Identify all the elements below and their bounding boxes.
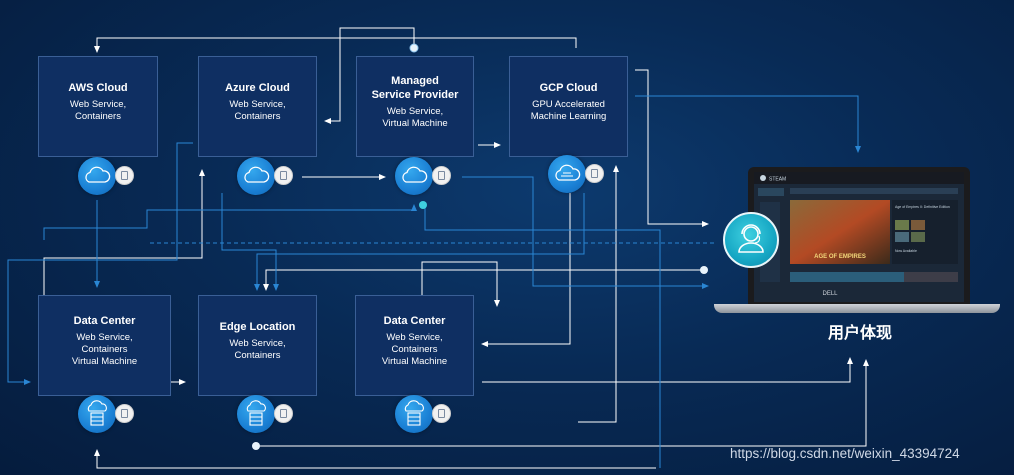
laptop-brand-logo: DELL [822, 291, 838, 297]
line-edge-to-laptop [256, 359, 869, 447]
document-icon [432, 404, 451, 423]
line-gcp-to-dc2 [481, 193, 571, 347]
line-bottom-to-dc1 [94, 449, 656, 469]
server-icon [78, 395, 116, 433]
watermark: https://blog.csdn.net/weixin_43394724 [730, 446, 960, 461]
laptop-screen: STEAM AGE OF EMPIRES Age of Empires II: … [754, 172, 964, 302]
node-dot [409, 43, 419, 53]
azure-cloud-sub: Web Service, Containers [229, 98, 286, 122]
gcp-cloud-sub: GPU Accelerated Machine Learning [530, 98, 607, 122]
line-gcp-to-edge [254, 193, 585, 291]
document-icon [115, 166, 134, 185]
line-top-to-dc2 [421, 261, 500, 307]
document-icon [585, 164, 604, 183]
line-laptop-to-edge [263, 269, 704, 291]
aws-cloud-box[interactable]: AWS Cloud Web Service, Containers [38, 56, 158, 157]
line-azure-to-edge [221, 193, 279, 291]
cloud-icon [237, 157, 275, 195]
line-dc1-to-msp [43, 204, 417, 240]
line-azure-to-dc1-left [7, 142, 193, 385]
edge-location-sub: Web Service, Containers [229, 337, 286, 361]
laptop-base [714, 304, 1000, 313]
document-icon [274, 166, 293, 185]
cloud-icon [395, 157, 433, 195]
steam-store-screenshot: STEAM AGE OF EMPIRES Age of Empires II: … [754, 172, 964, 282]
edge-location-title: Edge Location [219, 320, 296, 333]
featured-game-title: Age of Empires II: Definitive Edition [895, 205, 950, 209]
line-dc1-to-azure [43, 169, 205, 295]
data-center-1-title: Data Center [73, 314, 136, 327]
aws-cloud-sub: Web Service, Containers [69, 98, 127, 122]
azure-cloud-title: Azure Cloud [225, 81, 290, 94]
line-msp-blue-right [424, 203, 661, 468]
data-center-1-box[interactable]: Data Center Web Service, Containers Virt… [38, 295, 171, 396]
line-gcp-to-aws [94, 37, 577, 53]
line-gcp-to-laptop-blue [635, 95, 861, 153]
cloud-icon [78, 157, 116, 195]
line-msp-to-laptop-blue [462, 176, 709, 289]
featured-game-logo: AGE OF EMPIRES [814, 254, 866, 260]
server-icon [395, 395, 433, 433]
edge-location-box[interactable]: Edge Location Web Service, Containers [198, 295, 317, 396]
azure-cloud-box[interactable]: Azure Cloud Web Service, Containers [198, 56, 317, 157]
aws-cloud-title: AWS Cloud [68, 81, 128, 94]
msp-title: Managed Service Provider [371, 74, 459, 101]
data-center-2-title: Data Center [383, 314, 446, 327]
cloud-icon [548, 155, 586, 193]
document-icon [274, 404, 293, 423]
data-center-1-sub: Web Service, Containers Virtual Machine [71, 331, 138, 367]
gcp-cloud-title: GCP Cloud [539, 81, 598, 94]
document-icon [432, 166, 451, 185]
msp-sub: Web Service, Virtual Machine [382, 105, 448, 129]
msp-box[interactable]: Managed Service Provider Web Service, Vi… [356, 56, 474, 157]
line-top-to-azure [324, 27, 415, 124]
data-center-2-box[interactable]: Data Center Web Service, Containers Virt… [355, 295, 474, 396]
node-dot [419, 201, 427, 209]
featured-game-status: Now Available [895, 249, 917, 253]
line-dc2-to-laptop [482, 357, 853, 383]
steam-app-name: STEAM [769, 177, 786, 183]
node-dot [252, 442, 260, 450]
data-center-2-sub: Web Service, Containers Virtual Machine [381, 331, 448, 367]
document-icon [115, 404, 134, 423]
line-dc2-to-gcp [578, 165, 619, 423]
line-gcp-to-laptop [635, 69, 709, 227]
gcp-cloud-box[interactable]: GCP Cloud GPU Accelerated Machine Learni… [509, 56, 628, 157]
headset-user-icon [723, 212, 779, 268]
server-icon [237, 395, 275, 433]
user-experience-label: 用户体现 [827, 325, 892, 342]
node-dot [700, 266, 708, 274]
